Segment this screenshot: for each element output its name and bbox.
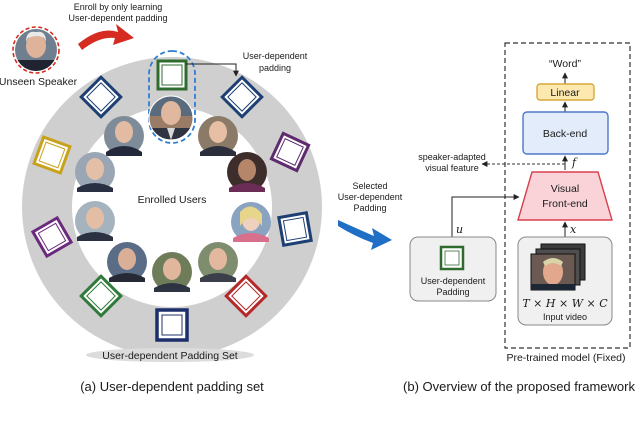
selected-line3: Padding [353,203,386,213]
padding-input-line1: User-dependent [421,276,486,286]
frontend-block [517,171,613,221]
callout-line1: User-dependent [243,51,308,61]
selection-arrow [338,220,392,250]
padding-tile-upper-right [220,75,264,119]
backend-block-label: Back-end [543,128,588,140]
padding-input-tile [439,245,465,271]
selected-line1: Selected [352,181,387,191]
callout-line [186,63,239,77]
padding-tile-right-top [269,131,311,173]
enrolled-users-label: Enrolled Users [138,194,207,206]
avatar-right-top [227,152,267,192]
selected-line2: User-dependent [338,192,403,202]
input-x-label: x [570,223,577,236]
padding-set-label: User-dependent Padding Set [102,350,238,362]
framework-panel: Pre-trained model (Fixed) “Word” Linear … [403,42,635,394]
padding-to-frontend-arrow [451,194,520,237]
padding-set-label-shadow [86,348,254,362]
avatar-bottom-right [198,242,238,282]
enroll-arrow [78,24,134,50]
avatar-top [148,95,194,141]
padding-tile-right-bottom [224,274,268,318]
padding-tile-right-mid [277,211,313,247]
word-output-label: “Word” [549,58,581,70]
padding-input-line2: Padding [436,287,469,297]
adapted-feature-line1: speaker-adapted [418,152,486,162]
padding-tile-upper-left [79,75,123,119]
pretrained-model-label: Pre-trained model (Fixed) [506,352,625,364]
pretrained-model-box [504,42,631,349]
feature-f-label: f [571,156,578,169]
avatar-bottom-left [107,242,147,282]
adapted-feature-line2: visual feature [425,163,479,173]
right-caption: (b) Overview of the proposed framework [403,379,635,394]
input-video-frames [530,243,586,291]
frontend-block-line2: Front-end [542,198,588,210]
selection-transfer: Selected User-dependent Padding [338,181,403,250]
enroll-note-line1: Enroll by only learning [74,2,163,12]
padding-u-label: u [456,223,463,236]
avatar-upper-left [104,116,144,156]
avatar-left-mid [75,201,115,241]
padding-tile-left-top [32,135,72,175]
input-video-label: Input video [543,312,587,322]
linear-block-label: Linear [550,87,580,99]
highlight-capsule [148,50,196,144]
frontend-block-line1: Visual [551,183,579,195]
unseen-speaker-avatar [12,26,60,74]
padding-tile-left-bottom [79,274,123,318]
left-caption: (a) User-dependent padding set [80,379,264,394]
avatar-upper-right [198,116,238,156]
padding-tile-bottom [155,308,189,342]
enroll-note-line2: User-dependent padding [68,13,167,23]
input-dims-label: T × H × W × C [522,297,608,310]
padding-tiles [30,50,313,342]
callout-line2: padding [259,63,291,73]
avatar-bottom-center [152,252,192,292]
padding-set-panel: User-dependent Padding Set [0,2,322,394]
avatar-left-top [75,152,115,192]
padding-tile-left-mid [30,215,74,259]
enrolled-user-avatars [75,95,271,292]
linear-block [536,83,595,101]
backend-block [522,111,609,155]
unseen-speaker-label: Unseen Speaker [0,76,78,88]
padding-tile-top [156,59,188,91]
avatar-right-mid [231,202,271,242]
